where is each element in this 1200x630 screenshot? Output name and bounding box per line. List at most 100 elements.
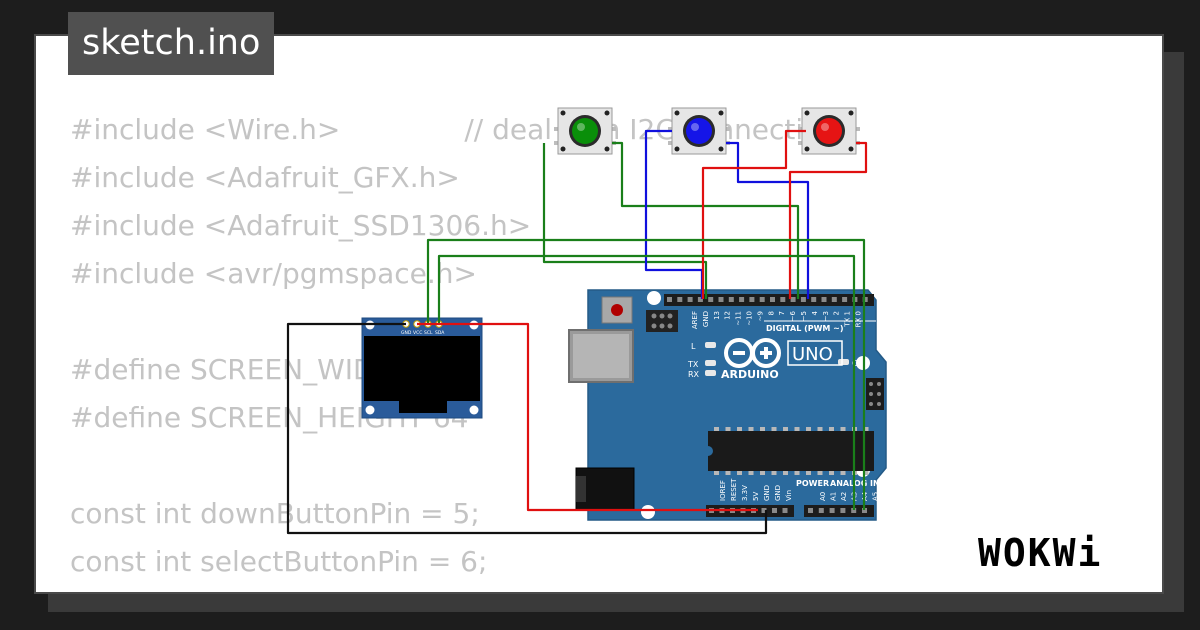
code-text: #include <Adafruit_GFX.h> bbox=[70, 161, 460, 194]
wires bbox=[286, 129, 868, 535]
header-pin[interactable] bbox=[708, 297, 714, 302]
header-pin[interactable] bbox=[759, 297, 765, 302]
arduino-infinity-logo bbox=[724, 338, 781, 368]
header-pin[interactable] bbox=[851, 508, 857, 513]
header-pin[interactable] bbox=[811, 297, 817, 302]
header-pin[interactable] bbox=[677, 297, 683, 302]
pushbutton-cap bbox=[572, 118, 598, 144]
chip-pin bbox=[760, 427, 765, 431]
mounting-hole bbox=[641, 505, 655, 519]
header-pin[interactable] bbox=[862, 508, 867, 513]
file-tab[interactable]: sketch.ino bbox=[68, 12, 275, 75]
led-l bbox=[705, 342, 716, 348]
header-pin[interactable] bbox=[829, 508, 835, 513]
chip-pin bbox=[771, 427, 777, 431]
power-section-label: POWER bbox=[796, 479, 829, 488]
led-l-label: L bbox=[691, 342, 696, 351]
pin-label: A1 bbox=[830, 492, 838, 501]
code-line: #include <Adafruit_GFX.h> bbox=[70, 154, 853, 202]
pin-label: IOREF bbox=[719, 480, 727, 501]
header-pin[interactable] bbox=[697, 297, 703, 302]
header-pin[interactable] bbox=[818, 508, 824, 513]
header-pin[interactable] bbox=[772, 508, 777, 513]
pin-label: ~6 bbox=[789, 310, 797, 321]
oled-pin-label-gnd: GND bbox=[401, 330, 412, 336]
pushbutton-corner bbox=[604, 146, 610, 152]
header-pin[interactable] bbox=[862, 297, 868, 302]
pin-label: ~11 bbox=[735, 311, 743, 326]
header-pin[interactable] bbox=[840, 508, 846, 513]
led-on bbox=[838, 359, 849, 365]
pushbutton-down[interactable] bbox=[668, 107, 730, 155]
chip-pin bbox=[714, 427, 719, 431]
wire-oled-scl-a5[interactable] bbox=[426, 238, 866, 510]
chip-pin bbox=[725, 427, 731, 431]
pin-label: GND bbox=[763, 485, 771, 501]
wire-red-button-d7[interactable] bbox=[788, 141, 868, 299]
header-pin[interactable] bbox=[718, 297, 724, 302]
wire-red-button-5v[interactable] bbox=[701, 129, 806, 299]
chip-pin bbox=[817, 471, 823, 475]
code-line: #include <avr/pgmspace.h> bbox=[70, 250, 853, 298]
pushbutton-corner bbox=[804, 110, 810, 116]
pin-label: GND bbox=[774, 485, 782, 501]
chip-pin bbox=[817, 427, 823, 431]
pin-label: RX 0 bbox=[855, 311, 863, 327]
pushbutton-corner bbox=[848, 146, 854, 152]
wire-oled-sda-a4[interactable] bbox=[437, 254, 856, 510]
chip-pin bbox=[783, 427, 788, 431]
pushbutton-corner bbox=[604, 110, 610, 116]
header-pin[interactable] bbox=[782, 508, 788, 513]
pushbutton-up[interactable] bbox=[798, 107, 860, 155]
header-pin[interactable] bbox=[728, 297, 734, 302]
header-pin[interactable] bbox=[780, 297, 786, 302]
header-pin[interactable] bbox=[790, 297, 796, 302]
pin-label: 2 bbox=[833, 311, 841, 315]
code-text: const int selectButtonPin = 6; bbox=[70, 545, 488, 578]
pin-label: ~5 bbox=[800, 311, 808, 321]
wire-blue-button-gnd[interactable] bbox=[644, 129, 704, 299]
led-tx-label: TX bbox=[687, 360, 699, 369]
header-pin[interactable] bbox=[821, 297, 827, 302]
pin-label: A5 bbox=[872, 492, 880, 501]
pushbutton-select[interactable] bbox=[554, 107, 616, 155]
header-pin[interactable] bbox=[667, 297, 672, 302]
header-pin[interactable] bbox=[831, 297, 837, 302]
wire-green-button-gnd[interactable] bbox=[542, 143, 708, 299]
header-pin[interactable] bbox=[761, 508, 767, 513]
pin-label: ~3 bbox=[822, 311, 830, 321]
digital-header-label: DIGITAL (PWM ~) bbox=[766, 324, 844, 333]
led-rx-label: RX bbox=[688, 370, 700, 379]
chip-pin bbox=[725, 471, 731, 475]
pin-label: RESET bbox=[730, 478, 738, 501]
pin-label: 4 bbox=[811, 310, 819, 315]
wire-blue-button-d5[interactable] bbox=[726, 141, 810, 299]
oled-display[interactable]: GND VCC SCL SDA bbox=[361, 317, 483, 419]
chip-pin bbox=[714, 471, 719, 475]
header-pin[interactable] bbox=[739, 297, 745, 302]
header-pin[interactable] bbox=[687, 297, 693, 302]
header-pin[interactable] bbox=[770, 297, 775, 302]
wire-green-button-d6[interactable] bbox=[612, 141, 800, 299]
wire-oled-vcc-5v[interactable] bbox=[417, 322, 758, 512]
pin-label: ~10 bbox=[746, 311, 754, 326]
header-pin[interactable] bbox=[800, 297, 806, 302]
pushbutton-cap bbox=[686, 118, 712, 144]
code-line: const int downButtonPin = 5; bbox=[70, 490, 853, 538]
oled-pin-label-vcc: VCC bbox=[413, 330, 422, 336]
wire-oled-gnd-gnd[interactable] bbox=[286, 322, 768, 535]
oled-ribbon bbox=[399, 401, 447, 413]
pin-label: 3.3V bbox=[741, 485, 749, 501]
chip-pin bbox=[737, 427, 742, 431]
pin-label: 7 bbox=[778, 311, 786, 315]
chip-pin bbox=[748, 427, 754, 431]
header-pin[interactable] bbox=[842, 297, 848, 302]
led-rx bbox=[705, 370, 716, 376]
header-pin[interactable] bbox=[808, 508, 813, 513]
pin-label: 12 bbox=[724, 311, 732, 320]
pin-label: TX 1 bbox=[844, 311, 852, 328]
pin-label: ~9 bbox=[756, 311, 764, 321]
led-on-label: ON bbox=[852, 359, 864, 368]
header-pin[interactable] bbox=[749, 297, 755, 302]
